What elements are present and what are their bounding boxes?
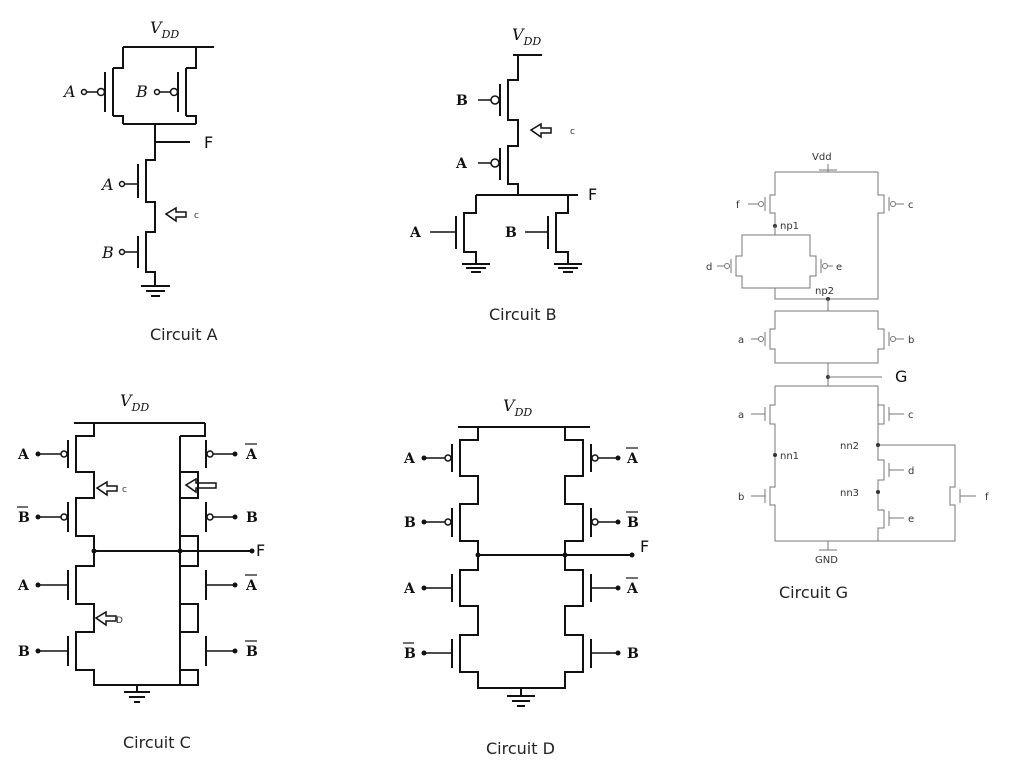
circuit-g-pmos-b: b [908,335,914,346]
circuit-c-left-in-1: A [17,447,30,463]
circuit-a-ground [141,285,170,297]
circuit-d-right-in-3: A [626,581,639,597]
circuit-a-arrow [164,206,187,223]
circuit-c-right-in-2: B [246,510,258,526]
circuit-g-node-nn1: nn1 [780,451,799,462]
circuit-d-left-in-1: A [403,451,416,467]
circuit-g-nmos-f: f [985,492,989,503]
circuit-c-left-gates [35,440,69,666]
circuit-c-arrow-c [95,480,118,497]
circuit-b-input-a2: A [409,225,422,241]
circuit-g-pmos-d: d [706,262,712,273]
circuit-d-left-in-2: B [404,515,416,531]
circuit-g-nmos-a: a [738,410,744,421]
circuit-c-left-in-3: A [17,578,30,594]
circuit-g-nmos-b: b [738,492,744,503]
circuit-d-left-in-3: A [403,581,416,597]
circuit-c: VDD A B A B A B A B [17,391,265,752]
circuit-g-node-nn2: nn2 [840,441,859,452]
circuit-g-gnd-label: GND [815,555,838,566]
circuit-g-nmos-d: d [908,466,914,477]
circuit-g-nmos-e: e [908,514,914,525]
circuit-g-output-label: G [895,367,907,386]
circuit-a-vdd-label: VDD [150,18,179,41]
circuit-d-ground [507,688,535,707]
circuit-b-arrow-label: c [570,127,575,137]
circuit-b-input-a1: A [455,156,468,172]
circuit-g-pmos-a: a [738,335,744,346]
circuit-c-arrow-d [94,610,117,627]
circuit-g-pmos-c: c [908,200,914,211]
circuit-d-output-label: F [640,537,649,556]
circuit-a-input-a2: A [100,175,114,194]
circuit-b-caption: Circuit B [489,305,557,324]
circuit-c-arrow-c-label: c [122,485,127,495]
circuit-d-stack [459,427,584,689]
circuit-a-caption: Circuit A [150,325,218,344]
circuit-a-input-a1: A [62,82,76,101]
circuit-d-right-gates [590,444,621,668]
circuit-c-right-in-4: B [246,644,258,660]
circuit-c-left-stack [75,423,180,686]
circuit-c-left-in-2: B [18,510,30,526]
circuit-c-right-gates [205,440,238,666]
circuit-c-vdd-label: VDD [120,391,149,414]
circuit-c-right-in-3: A [245,578,258,594]
circuit-c-caption: Circuit C [123,733,191,752]
circuit-b-input-b1: B [456,93,468,109]
circuit-b-output-label: F [588,185,597,204]
circuit-a-output-label: F [204,133,213,152]
circuit-a: VDD A B F A [62,18,218,344]
circuit-g: Vdd f c np1 d e np2 a b G a c [706,152,989,602]
circuit-c-output-label: F [256,541,265,560]
circuit-c-right-in-1: A [245,447,258,463]
circuit-d-left-gates [421,444,453,668]
circuit-b-input-b2: B [505,225,517,241]
circuit-g-node-np2: np2 [815,286,834,297]
circuit-a-pmos-b [153,47,197,124]
circuit-c-arrow-right [184,477,217,494]
circuit-b: VDD B c A F A [409,25,597,324]
circuit-g-vdd-label: Vdd [812,152,832,163]
circuit-a-pmos-a [80,47,124,124]
circuit-b-arrow [529,122,552,139]
circuit-b-pmos-b [478,55,519,140]
circuit-g-pmos-e: e [836,262,842,273]
circuit-a-nmos-a [118,142,156,222]
circuit-b-vdd-label: VDD [512,25,541,48]
circuit-b-nmos-b [525,195,582,273]
circuit-a-input-b2: B [101,243,114,262]
circuit-g-pullup-outer [769,172,885,300]
circuit-d-caption: Circuit D [486,739,555,758]
circuit-d-left-in-4: B [404,646,416,662]
circuit-b-nmos-a [430,195,490,273]
circuit-d: VDD A B A B A B A B F [403,396,649,758]
circuit-a-input-b1: B [135,82,148,101]
circuit-g-nmos-c: c [908,410,914,421]
circuit-b-pmos-a [478,140,519,195]
circuit-c-left-in-4: B [18,644,30,660]
circuit-g-node-np1: np1 [780,221,799,232]
circuit-c-ground [124,685,150,703]
circuit-d-vdd-label: VDD [503,396,532,419]
circuit-g-caption: Circuit G [779,583,848,602]
circuit-g-node-nn3: nn3 [840,488,859,499]
circuit-g-pmos-f: f [736,200,740,211]
circuit-a-arrow-label: c [194,211,199,221]
circuit-d-right-in-1: A [626,451,639,467]
circuit-c-arrow-d-label: D [116,616,123,626]
circuit-d-right-in-4: B [627,646,639,662]
circuit-a-nmos-b [118,222,156,285]
circuit-d-right-in-2: B [627,515,639,531]
